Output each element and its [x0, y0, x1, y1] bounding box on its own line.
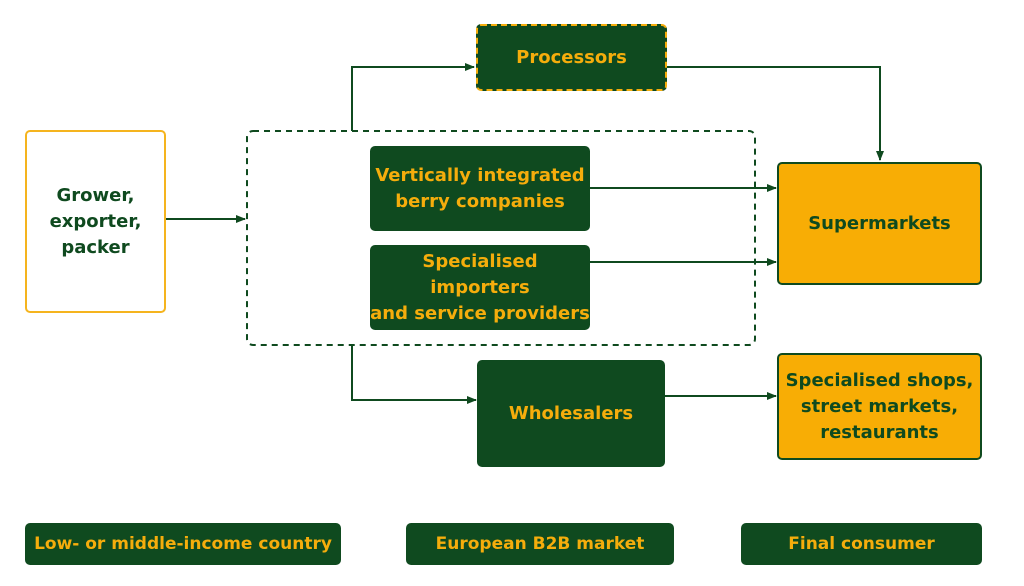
arrow-group-to-processors — [351, 63, 475, 131]
processors-node: Processors — [476, 24, 667, 91]
vertical-integrated-node: Vertically integrated berry companies — [370, 146, 590, 231]
arrow-processors-to-supermarkets — [667, 66, 884, 161]
specialised-importers-node: Specialised importers and service provid… — [370, 245, 590, 330]
footer-origin-label: Low- or middle-income country — [25, 523, 341, 565]
grower-node: Grower, exporter, packer — [25, 130, 166, 313]
supermarkets-node: Supermarkets — [777, 162, 982, 285]
footer-consumer-label: Final consumer — [741, 523, 982, 565]
wholesalers-node: Wholesalers — [477, 360, 665, 467]
arrow-group-to-wholesalers — [351, 345, 477, 404]
b2b-group-dashed-border — [246, 130, 756, 346]
footer-b2b-label: European B2B market — [406, 523, 674, 565]
specialised-shops-node: Specialised shops, street markets, resta… — [777, 353, 982, 460]
